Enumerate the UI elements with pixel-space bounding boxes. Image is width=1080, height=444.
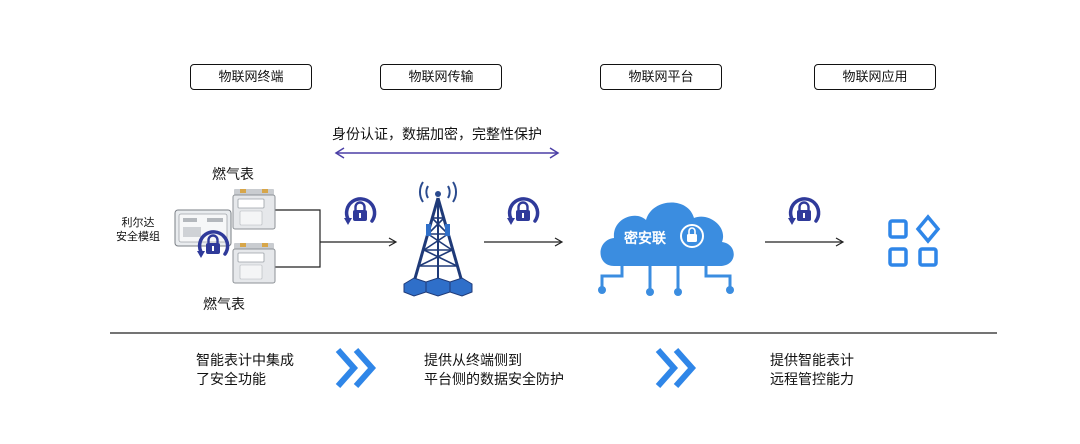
lock-cycle-icon xyxy=(197,230,230,258)
apps-grid-icon xyxy=(888,214,941,267)
meter-bottom-label: 燃气表 xyxy=(203,297,245,313)
cloud-label: 密安联 xyxy=(624,231,666,247)
description-application-line1: 提供智能表计 xyxy=(770,353,854,369)
double-chevron-icon xyxy=(655,348,697,388)
description-application-line2: 远程管控能力 xyxy=(770,372,854,388)
meter-top-label: 燃气表 xyxy=(212,167,254,183)
signal-tower-icon xyxy=(403,181,473,297)
description-transport-line1: 提供从终端侧到 xyxy=(424,353,522,369)
description-terminal-line1: 智能表计中集成 xyxy=(196,353,294,369)
description-application: 提供智能表计 远程管控能力 xyxy=(770,352,854,390)
description-transport-line2: 平台侧的数据安全防护 xyxy=(424,372,564,388)
gas-meter-top xyxy=(232,189,276,230)
module-label-line1: 利尔达 xyxy=(121,216,155,229)
lock-cycle-icon xyxy=(507,197,540,225)
double-chevron-icon xyxy=(335,348,377,388)
stage-transport-box: 物联网传输 xyxy=(380,64,502,90)
stage-terminal-box: 物联网终端 xyxy=(190,64,312,90)
description-transport: 提供从终端侧到 平台侧的数据安全防护 xyxy=(424,352,564,390)
arrow-transport-to-platform xyxy=(484,237,564,247)
cloud-platform-icon xyxy=(598,202,734,296)
double-arrow-icon xyxy=(334,147,560,159)
stage-platform-box: 物联网平台 xyxy=(600,64,722,90)
arrow-platform-to-application xyxy=(765,237,845,247)
description-terminal: 智能表计中集成 了安全功能 xyxy=(196,352,294,390)
lock-cycle-icon xyxy=(344,197,377,225)
stage-application-box: 物联网应用 xyxy=(814,64,936,90)
gas-meter-bottom xyxy=(232,243,276,284)
module-label: 利尔达 安全模组 xyxy=(107,216,169,244)
module-label-line2: 安全模组 xyxy=(116,230,160,243)
description-terminal-line2: 了安全功能 xyxy=(196,372,266,388)
transport-note: 身份认证，数据加密，完整性保护 xyxy=(332,127,542,143)
lock-cycle-icon xyxy=(788,197,821,225)
